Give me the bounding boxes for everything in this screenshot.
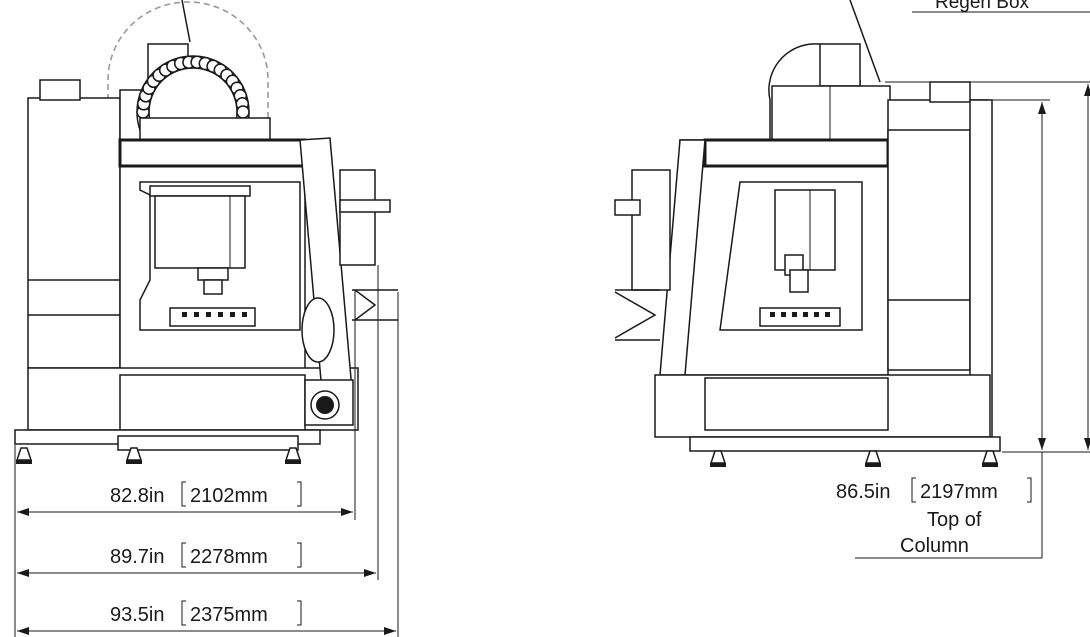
rear-cabinet [27, 97, 121, 369]
regen-box-label: Regen Box [935, 0, 1030, 13]
table-slot [825, 312, 830, 317]
side-bracket [339, 169, 376, 266]
table-slot [781, 312, 786, 317]
rear-cabinet-top-box [39, 79, 81, 101]
regen-box [771, 85, 891, 141]
leveling-foot-pad [865, 463, 881, 467]
carousel-swing-arc [107, 1, 269, 140]
dim-1-metric: 2102mm [190, 485, 268, 507]
tool-changer-leader [181, 0, 191, 43]
dim-3-metric: 2375mm [190, 604, 268, 626]
side-view: Regen Box [614, 0, 1090, 559]
side-rear-cabinet [887, 129, 971, 371]
table-slot [230, 312, 235, 317]
tool-pocket [236, 105, 250, 119]
table-slot [242, 312, 247, 317]
leveling-foot [864, 450, 882, 464]
pendant-handle [301, 297, 335, 363]
table-slot [803, 312, 808, 317]
leveling-foot-pad [710, 463, 726, 467]
height-value: 86.5in [836, 481, 891, 503]
dim-1-value: 82.8in [110, 485, 165, 507]
table-slot [770, 312, 775, 317]
leveling-foot [709, 450, 727, 464]
table-slot [792, 312, 797, 317]
table-slot [814, 312, 819, 317]
leveling-foot-pad [16, 460, 32, 464]
leveling-foot-pad [285, 460, 301, 464]
leveling-foot [981, 450, 999, 464]
side-spindle-nose [789, 269, 809, 293]
front-view: 82.8in 2102mm 89.7in 2278mm 93.5in 2375m… [14, 0, 399, 637]
leveling-foot [15, 447, 33, 461]
regen-leader [849, 0, 881, 83]
leveling-foot-pad [126, 460, 142, 464]
spindle-nose [203, 279, 223, 295]
side-skid [689, 436, 1001, 452]
leveling-foot-pad [982, 463, 998, 467]
side-control-box [631, 169, 671, 291]
side-spindle-column [774, 189, 836, 271]
table-slot [218, 312, 223, 317]
height-caption-line2: Column [900, 535, 969, 557]
dim-3-value: 93.5in [110, 604, 165, 626]
table-slot [194, 312, 199, 317]
dim-2-metric: 2278mm [190, 546, 268, 568]
spindle-head-top [149, 185, 251, 197]
side-table [759, 307, 841, 327]
height-caption-line1: Top of [927, 509, 982, 531]
height-metric: 2197mm [920, 481, 998, 503]
dim-2-value: 89.7in [110, 546, 165, 568]
table-slot [182, 312, 187, 317]
table-slot [206, 312, 211, 317]
